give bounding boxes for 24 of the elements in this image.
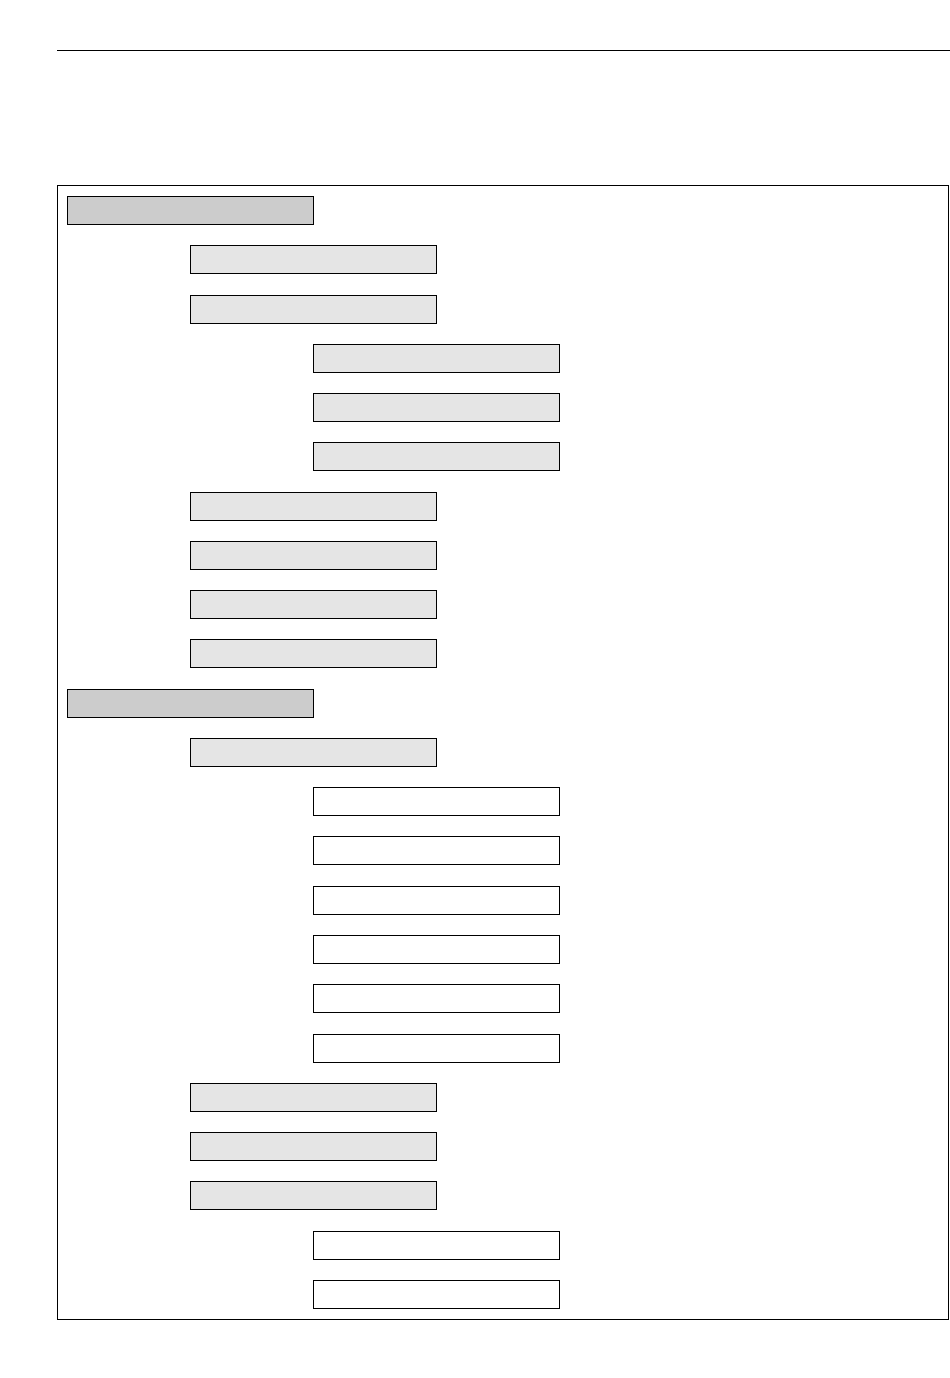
placeholder-box (190, 590, 437, 619)
placeholder-box (67, 196, 314, 225)
placeholder-box (190, 639, 437, 668)
placeholder-box (190, 492, 437, 521)
placeholder-box (313, 984, 560, 1013)
placeholder-box (313, 393, 560, 422)
placeholder-box (190, 541, 437, 570)
placeholder-box (313, 344, 560, 373)
placeholder-box (67, 689, 314, 718)
placeholder-box (190, 245, 437, 274)
placeholder-box (313, 1034, 560, 1063)
placeholder-box (190, 738, 437, 767)
placeholder-box (190, 295, 437, 324)
placeholder-box (190, 1132, 437, 1161)
placeholder-box (313, 886, 560, 915)
placeholder-box (313, 1231, 560, 1260)
placeholder-box (313, 787, 560, 816)
placeholder-box (190, 1083, 437, 1112)
placeholder-box (313, 836, 560, 865)
placeholder-box (313, 1280, 560, 1309)
frame-border (57, 185, 949, 1320)
placeholder-box (190, 1181, 437, 1210)
placeholder-box (313, 442, 560, 471)
placeholder-box (313, 935, 560, 964)
